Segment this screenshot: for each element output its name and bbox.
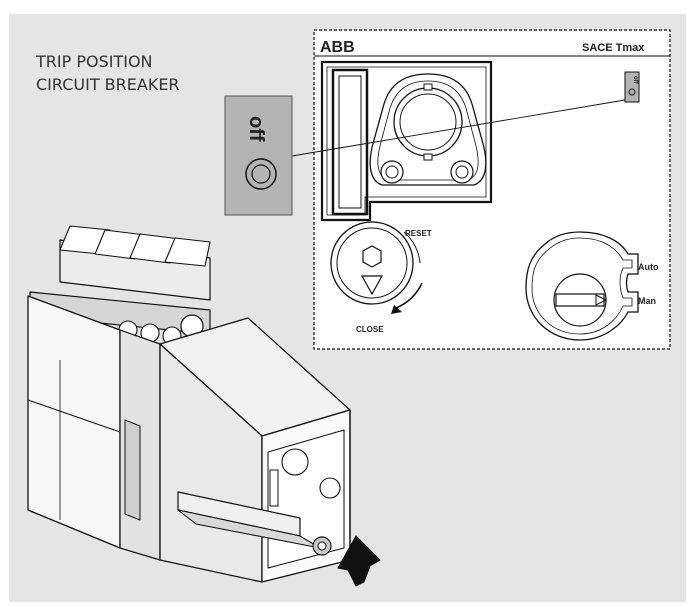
product-name: SACE Tmax [582, 42, 645, 54]
close-label: CLOSE [356, 325, 384, 334]
reset-ring [330, 221, 414, 305]
breaker-side-slot [124, 419, 141, 521]
status-window-inner [338, 75, 362, 209]
keylock-ring [393, 87, 463, 157]
breaker-body-seam [27, 399, 121, 433]
breaker-body-front [27, 295, 121, 549]
callout: off [224, 95, 626, 216]
keylock-tab-top [423, 83, 433, 91]
screw-left [380, 160, 404, 184]
mode-selector-housing-inner [531, 237, 633, 335]
operator-selector [319, 477, 341, 499]
brand-logo: ABB [320, 39, 355, 56]
front-panel: ABB SACE Tmax off [313, 29, 671, 350]
callout-button-inner [251, 164, 271, 184]
operator-window [269, 469, 279, 507]
operator-panel-face [267, 429, 345, 569]
callout-box [224, 95, 293, 216]
keylock-tab-bottom [423, 153, 433, 161]
close-arc [395, 282, 423, 309]
trip-button-center [317, 541, 327, 551]
callout-leader-line [291, 99, 626, 157]
caption-line-1: TRIP POSITION [36, 52, 153, 71]
close-arrow-head [391, 305, 402, 314]
mode-selector-handle [555, 293, 605, 307]
reset-arc [403, 231, 421, 264]
keylock-guard [369, 73, 487, 186]
status-window [331, 68, 369, 216]
panel-indicator-button [628, 88, 636, 96]
caption: TRIP POSITION CIRCUIT BREAKER [36, 50, 180, 96]
panel-indicator [624, 71, 640, 103]
mode-selector-housing [525, 231, 639, 341]
screw-right-inner [455, 165, 469, 179]
screw-left-inner [385, 165, 399, 179]
callout-off-text: off [245, 116, 267, 142]
keylock-ring-inner [399, 93, 457, 151]
panel-indicator-text: off [632, 76, 638, 85]
circuit-breaker-drawing [27, 225, 351, 583]
reset-label: RESET [405, 229, 432, 238]
operator-keylock [281, 448, 309, 476]
keylock-guard-inner [377, 80, 479, 181]
reset-ring-inner [336, 227, 408, 299]
screw-right [450, 160, 474, 184]
mode-selector-pointer [595, 294, 608, 306]
upper-recess-inner [326, 66, 487, 216]
man-label: Man [638, 296, 656, 306]
callout-button-outer [245, 158, 277, 190]
auto-label: Auto [638, 262, 659, 272]
pointer-arrow [337, 535, 381, 587]
reset-hex-button [362, 245, 382, 268]
terminal-fin-4 [164, 237, 211, 267]
close-triangle [360, 275, 384, 296]
caption-line-2: CIRCUIT BREAKER [36, 75, 180, 94]
